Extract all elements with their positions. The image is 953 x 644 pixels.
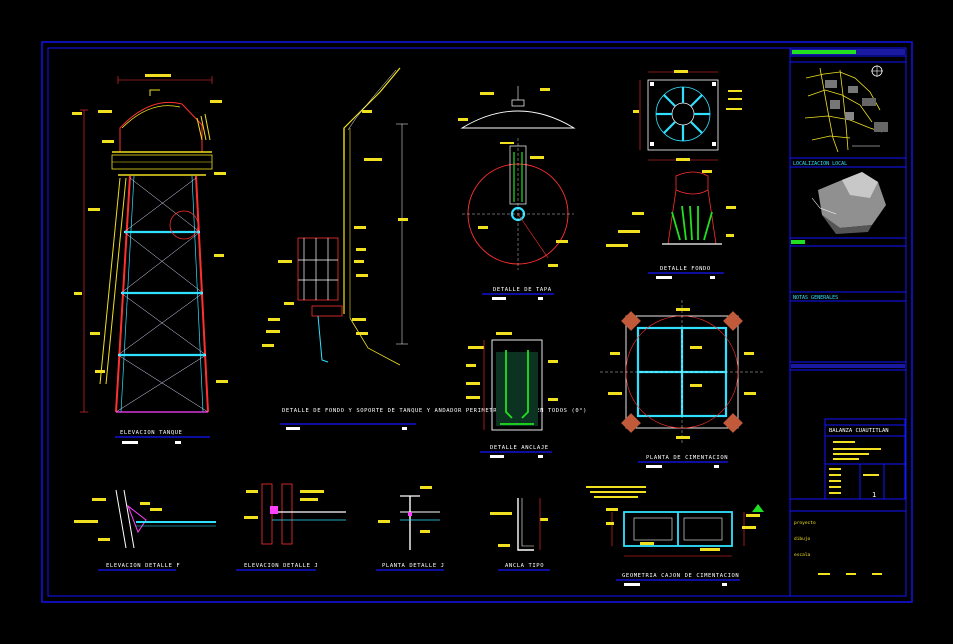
title-block: LOCALIZACION LOCAL NOTAS GENERALES BALAN… [789,47,907,597]
footer-label-drawing: dibujo [794,536,811,542]
title-anchor-type: ANCLA TIPO [505,563,544,569]
location-label: LOCALIZACION LOCAL [793,161,847,167]
tank-elevation [72,74,228,413]
title-bottom-detail: DETALLE DE FONDO Y SOPORTE DE TANQUE Y A… [282,408,587,414]
scale-marker [656,276,672,279]
scale-marker [402,427,407,430]
title-bottom-detail-2: DETALLE FONDO [660,266,711,272]
scale-marker [492,297,506,300]
title-tank-elevation: ELEVACION TANQUE [120,430,183,436]
scale-marker [286,427,300,430]
title-elevation-detail-f: ELEVACION DETALLE F [106,563,180,569]
signature-marks [818,573,882,575]
scale-marker [538,297,543,300]
title-plan-detail-j: PLANTA DETALLE J [382,563,445,569]
foundation-plan [600,300,764,444]
title-foundation-plan: PLANTA DE CIMENTACION [646,455,728,461]
bottom-plate-plan [606,70,742,247]
bottom-support-detail [262,67,408,366]
project-name: BALANZA CUAUTITLAN [829,428,889,434]
anchor-detail [466,332,558,431]
footer-label-scale: escala [794,552,811,558]
sheet-number: 1 [872,491,876,499]
scale-marker [624,583,640,586]
title-anchor-detail: DETALLE ANCLAJE [490,445,549,451]
title-foundation-geometry: GEOMETRIA CAJON DE CIMENTACION [622,573,739,579]
footer-label-project: proyecto [794,520,816,526]
scale-marker [710,276,715,279]
scale-marker [122,441,138,444]
elevation-detail-j [244,483,346,545]
title-block-rows [825,435,905,499]
location-map [804,65,888,153]
notes-label: NOTAS GENERALES [793,295,838,301]
plate-detail [458,86,576,270]
anchor-type-detail [490,498,548,551]
scale-marker [646,465,662,468]
scale-marker [490,455,504,458]
title-plate-detail: DETALLE DE TAPA [493,287,552,293]
site-model [811,172,886,234]
plan-detail-j [378,486,440,550]
title-elevation-detail-j: ELEVACION DETALLE J [244,563,318,569]
scale-marker [714,465,719,468]
foundation-geometry [586,486,764,557]
scale-marker [538,455,543,458]
scale-marker [722,583,727,586]
elevation-detail-f [74,489,216,549]
scale-marker [175,441,181,444]
